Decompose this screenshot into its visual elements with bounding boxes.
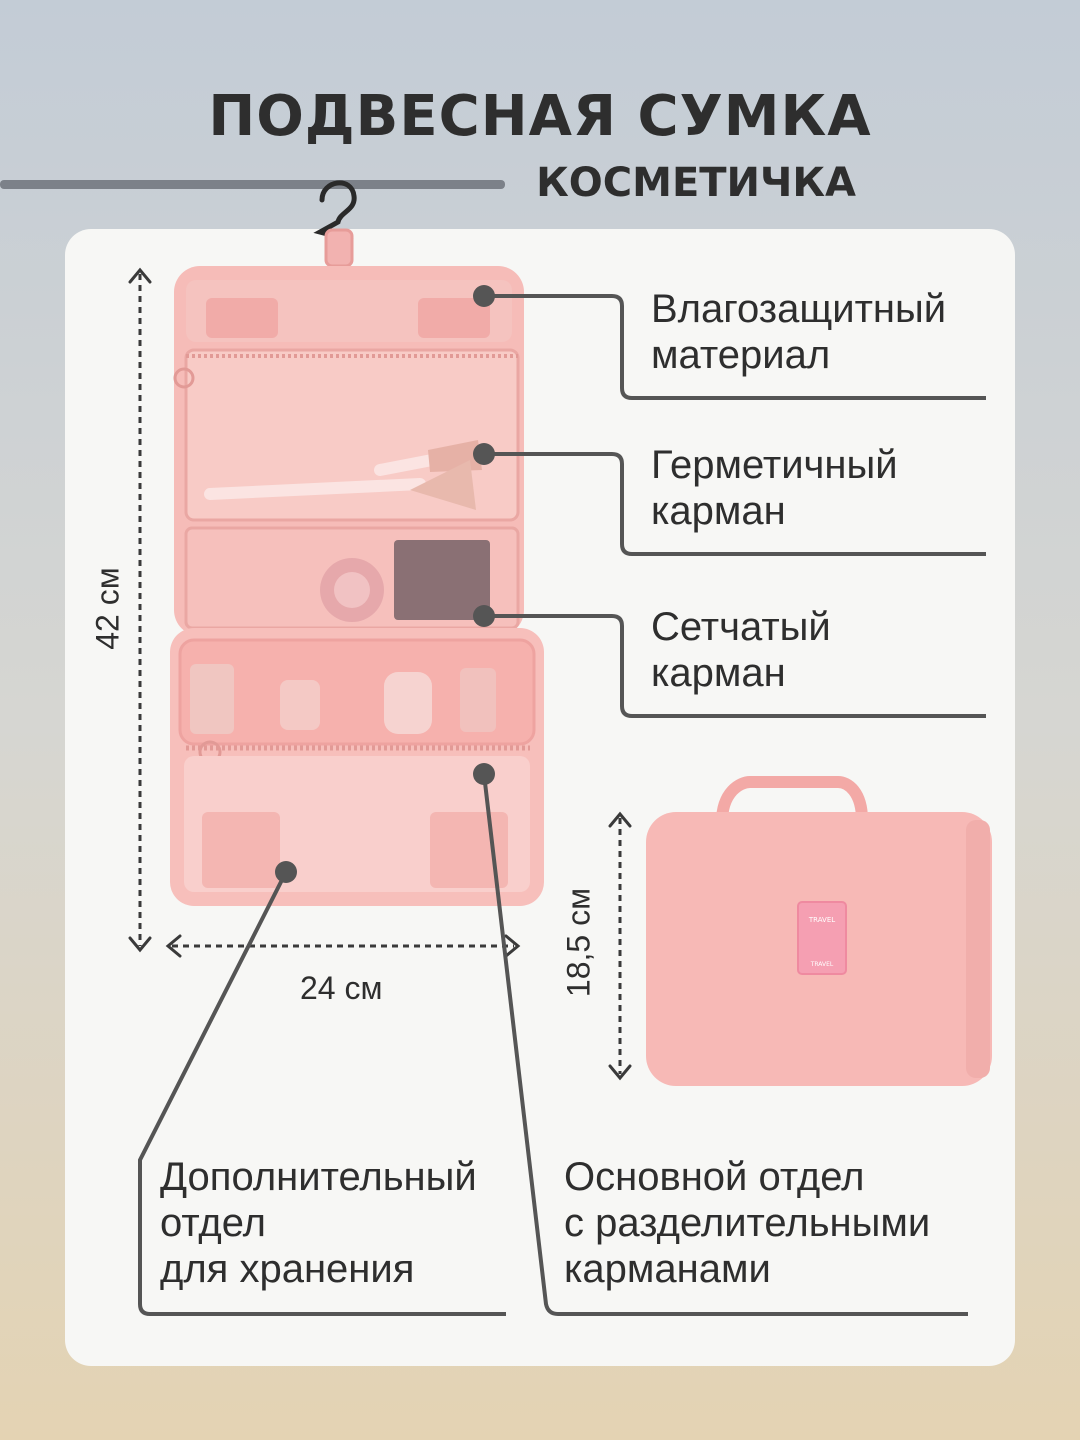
- callout-mesh-pocket: Сетчатый карман: [651, 605, 831, 695]
- badge-footer: TRAVEL: [810, 961, 834, 968]
- page-title: ПОДВЕСНАЯ СУМКА: [208, 84, 872, 149]
- bottom-compartment: [170, 628, 544, 906]
- hanger-rail: [0, 180, 505, 189]
- callout-waterproof: Влагозащитный материал: [651, 287, 947, 377]
- callout-sealed-pocket: Герметичный карман: [651, 443, 898, 533]
- dimension-lines: [138, 274, 622, 1074]
- callout-extra-compartment: Дополнительный отдел для хранения: [160, 1155, 477, 1291]
- closed-bag: TRAVEL TRAVEL: [646, 776, 992, 1086]
- dimension-height-closed: 18,5 см: [560, 887, 597, 998]
- badge-brand: TRAVEL: [808, 916, 835, 924]
- callout-dots: [275, 285, 495, 883]
- dimension-arrows: [128, 267, 632, 1081]
- open-bag: [173, 266, 524, 636]
- dimension-height-open: 42 см: [89, 567, 126, 650]
- dimension-width: 24 см: [300, 970, 383, 1006]
- callout-lines: [138, 294, 986, 1316]
- callout-main-compartment: Основной отдел с разделительными кармана…: [564, 1155, 931, 1291]
- page-subtitle: КОСМЕТИЧКА: [536, 160, 856, 206]
- hanger-hook-icon: [313, 180, 357, 268]
